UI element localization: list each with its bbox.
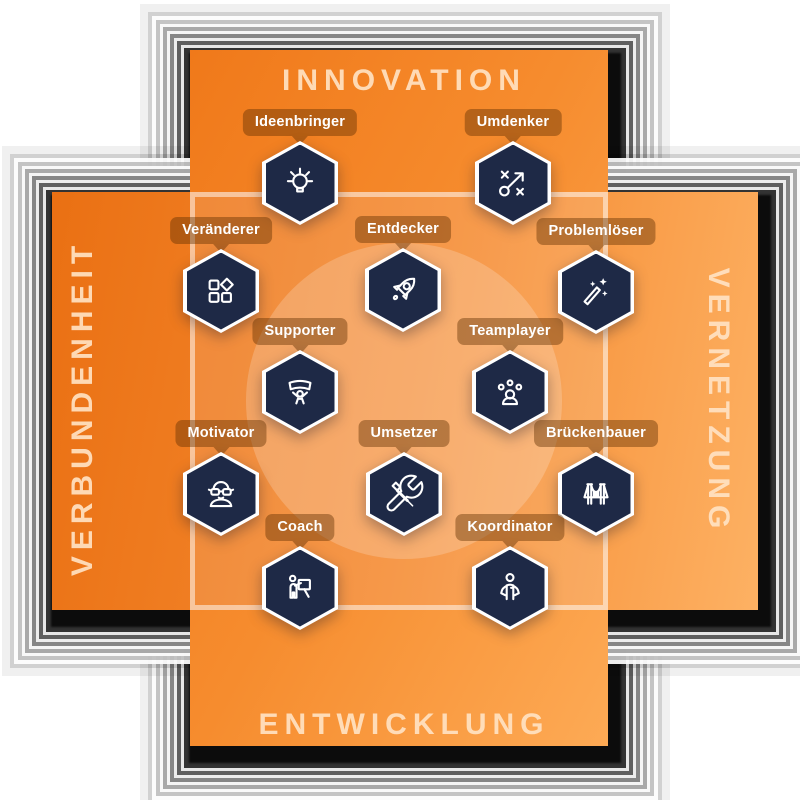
hexagon-fill	[475, 353, 545, 431]
shapes-icon	[208, 277, 234, 303]
role-label-badge: Problemlöser	[536, 218, 656, 254]
hexagon-border	[558, 250, 634, 334]
hexagon-border	[262, 350, 338, 434]
role-label-badge: Ideenbringer	[242, 109, 358, 145]
hexagon-fill	[369, 455, 439, 533]
role-label: Umdenker	[476, 114, 550, 130]
role-label: Supporter	[264, 323, 336, 339]
role-label: Coach	[277, 519, 323, 535]
role-teamplayer: Teamplayer	[457, 318, 563, 434]
hexagon-fill	[265, 549, 335, 627]
role-hexagon	[558, 452, 634, 536]
role-label-badge: Supporter	[252, 318, 348, 354]
team-icon	[497, 379, 523, 406]
hexagon-border	[183, 452, 259, 536]
role-hexagon	[366, 452, 442, 536]
role-veraenderer: Veränderer	[170, 217, 272, 333]
role-brueckenbauer: Brückenbauer	[534, 420, 658, 536]
person-glasses-icon	[207, 481, 235, 508]
role-label: Teamplayer	[469, 323, 551, 339]
role-entdecker: Entdecker	[355, 216, 451, 332]
magic-wand-icon	[583, 278, 608, 306]
hexagon-border	[472, 350, 548, 434]
role-problemloeser: Problemlöser	[536, 218, 656, 334]
rocket-icon	[392, 277, 416, 301]
role-label: Problemlöser	[548, 223, 644, 239]
role-umdenker: Umdenker	[464, 109, 562, 225]
hexagon-border	[472, 546, 548, 630]
hexagon-border	[558, 452, 634, 536]
role-motivator: Motivator	[175, 420, 267, 536]
presenter-icon	[288, 574, 311, 599]
hexagon-border	[475, 141, 551, 225]
role-label: Entdecker	[367, 221, 439, 237]
role-umsetzer: Umsetzer	[358, 420, 450, 536]
role-label: Veränderer	[182, 222, 260, 238]
axis-label-entwicklung: ENTWICKLUNG	[258, 708, 550, 741]
role-hexagon	[183, 249, 259, 333]
role-label-badge: Koordinator	[455, 514, 565, 550]
fan-banner-icon	[288, 379, 312, 405]
hexagon-fill	[561, 455, 631, 533]
role-hexagon	[262, 141, 338, 225]
hexagon-border	[366, 452, 442, 536]
bridge-icon	[583, 483, 609, 505]
role-label-badge: Entdecker	[355, 216, 451, 252]
role-koordinator: Koordinator	[455, 514, 565, 630]
role-label: Koordinator	[467, 519, 553, 535]
role-hexagon	[183, 452, 259, 536]
hexagon-fill	[478, 144, 548, 222]
tools-icon	[386, 474, 424, 512]
hexagon-border	[262, 141, 338, 225]
role-label-badge: Umsetzer	[358, 420, 450, 456]
role-coach: Coach	[262, 514, 338, 630]
strategy-icon	[499, 170, 524, 197]
role-label-badge: Coach	[265, 514, 335, 550]
hexagon-border	[365, 248, 441, 332]
hexagon-fill	[186, 252, 256, 330]
role-label-badge: Veränderer	[170, 217, 272, 253]
hexagon-fill	[561, 253, 631, 331]
hands-on-hips-icon	[500, 573, 520, 601]
role-hexagon	[472, 546, 548, 630]
role-hexagon	[262, 350, 338, 434]
hexagon-fill	[265, 144, 335, 222]
hexagon-border	[262, 546, 338, 630]
hexagon-fill	[475, 549, 545, 627]
role-ideenbringer: Ideenbringer	[242, 109, 358, 225]
role-hexagon	[262, 546, 338, 630]
role-label: Brückenbauer	[546, 425, 646, 441]
role-label: Ideenbringer	[254, 114, 346, 130]
hexagon-fill	[186, 455, 256, 533]
role-label-badge: Umdenker	[464, 109, 562, 145]
hexagon-border	[183, 249, 259, 333]
hexagon-fill	[368, 251, 438, 329]
axis-label-innovation: INNOVATION	[282, 64, 526, 97]
role-supporter: Supporter	[252, 318, 348, 434]
role-label: Umsetzer	[370, 425, 438, 441]
role-label-badge: Motivator	[175, 420, 267, 456]
role-label: Motivator	[187, 425, 255, 441]
role-hexagon	[558, 250, 634, 334]
role-label-badge: Teamplayer	[457, 318, 563, 354]
role-label-badge: Brückenbauer	[534, 420, 658, 456]
lightbulb-icon	[286, 167, 314, 193]
role-hexagon	[475, 141, 551, 225]
hexagon-fill	[265, 353, 335, 431]
role-hexagon	[365, 248, 441, 332]
role-hexagon	[472, 350, 548, 434]
